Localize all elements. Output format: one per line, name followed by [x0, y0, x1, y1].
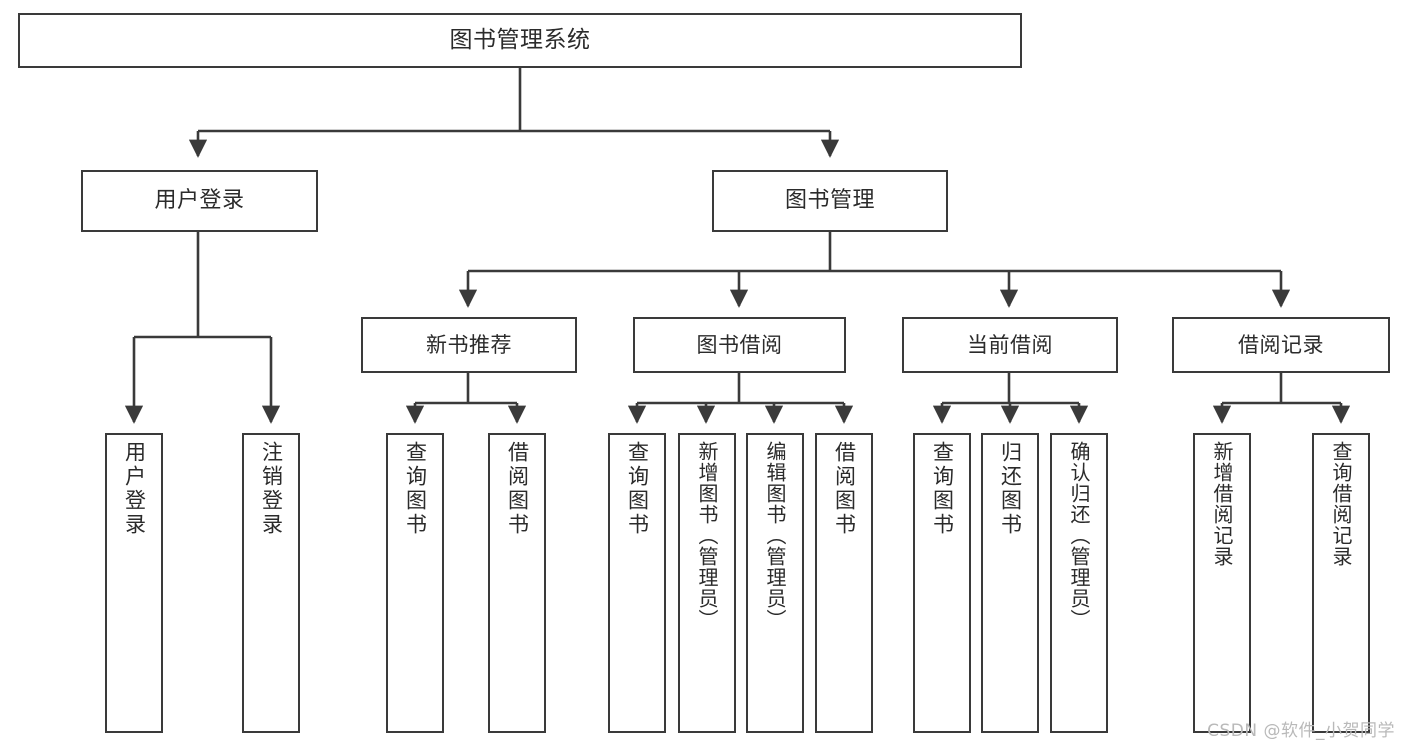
node-leaf-borrow-book-1[interactable]: 借阅图书 — [488, 433, 546, 733]
node-leaf-query-book-2-label: 查询图书 — [625, 441, 650, 537]
node-leaf-edit-book[interactable]: 编辑图书（管理员） — [746, 433, 804, 733]
node-book-manage-label: 图书管理 — [784, 188, 875, 214]
node-root-label: 图书管理系统 — [449, 26, 591, 53]
node-leaf-query-book-2[interactable]: 查询图书 — [608, 433, 666, 733]
node-leaf-user-login[interactable]: 用户登录 — [105, 433, 163, 733]
node-leaf-return-book[interactable]: 归还图书 — [981, 433, 1039, 733]
node-current-borrow[interactable]: 当前借阅 — [902, 317, 1118, 373]
node-root[interactable]: 图书管理系统 — [18, 13, 1022, 68]
node-new-book-recommend-label: 新书推荐 — [426, 332, 512, 357]
node-book-borrow[interactable]: 图书借阅 — [633, 317, 846, 373]
node-leaf-confirm-return-label: 确认归还（管理员） — [1067, 441, 1091, 630]
node-leaf-user-login-label: 用户登录 — [122, 441, 147, 537]
node-leaf-borrow-book-2-label: 借阅图书 — [832, 441, 857, 537]
node-leaf-borrow-book-1-label: 借阅图书 — [505, 441, 530, 537]
node-leaf-query-book-3[interactable]: 查询图书 — [913, 433, 971, 733]
node-leaf-add-book[interactable]: 新增图书（管理员） — [678, 433, 736, 733]
node-leaf-logout-login-label: 注销登录 — [259, 441, 284, 537]
node-book-manage[interactable]: 图书管理 — [712, 170, 948, 232]
node-book-borrow-label: 图书借阅 — [696, 332, 783, 357]
node-leaf-query-record-label: 查询借阅记录 — [1329, 441, 1353, 567]
node-leaf-query-book-3-label: 查询图书 — [930, 441, 955, 537]
node-leaf-add-book-label: 新增图书（管理员） — [695, 441, 719, 630]
node-leaf-query-book-1-label: 查询图书 — [403, 441, 428, 537]
node-leaf-borrow-book-2[interactable]: 借阅图书 — [815, 433, 873, 733]
node-leaf-add-record[interactable]: 新增借阅记录 — [1193, 433, 1251, 733]
node-leaf-add-record-label: 新增借阅记录 — [1210, 441, 1234, 567]
node-current-borrow-label: 当前借阅 — [967, 332, 1053, 357]
node-leaf-return-book-label: 归还图书 — [998, 441, 1023, 537]
node-borrow-record[interactable]: 借阅记录 — [1172, 317, 1390, 373]
node-new-book-recommend[interactable]: 新书推荐 — [361, 317, 577, 373]
node-leaf-confirm-return[interactable]: 确认归还（管理员） — [1050, 433, 1108, 733]
node-leaf-query-record[interactable]: 查询借阅记录 — [1312, 433, 1370, 733]
node-user-login-label: 用户登录 — [154, 188, 245, 214]
node-borrow-record-label: 借阅记录 — [1238, 332, 1324, 357]
node-leaf-logout-login[interactable]: 注销登录 — [242, 433, 300, 733]
node-leaf-edit-book-label: 编辑图书（管理员） — [763, 441, 787, 630]
node-user-login[interactable]: 用户登录 — [81, 170, 318, 232]
node-leaf-query-book-1[interactable]: 查询图书 — [386, 433, 444, 733]
